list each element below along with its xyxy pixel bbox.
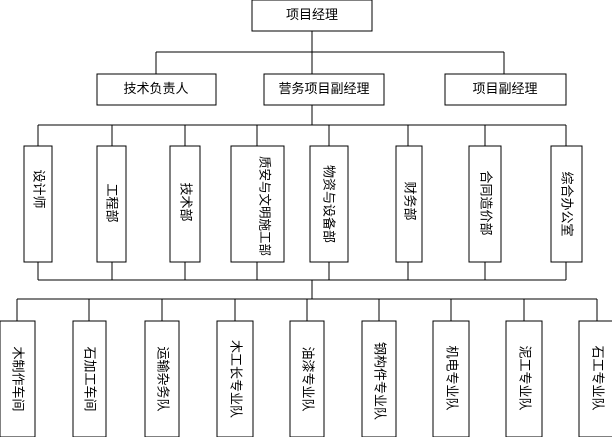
team-box-3 — [144, 320, 180, 437]
team-label-stone-workshop: 石加工车间 — [82, 346, 98, 411]
deputy-project-manager-label: 项目副经理 — [472, 82, 537, 97]
team-box-6 — [361, 320, 397, 437]
team-box-4 — [216, 320, 254, 437]
team-box-9 — [578, 320, 612, 437]
team-box-1 — [0, 320, 36, 437]
dept-box-4 — [230, 145, 285, 263]
project-manager-box — [251, 0, 373, 32]
business-deputy-manager-box — [263, 73, 385, 106]
dept-box-2 — [96, 145, 127, 263]
team-box-7 — [432, 320, 470, 437]
business-deputy-manager-label: 营务项目副经理 — [278, 81, 369, 97]
team-box-8 — [505, 320, 543, 437]
team-label-stonework: 石工专业队 — [590, 345, 605, 410]
dept-label-finance: 财务部 — [402, 181, 418, 220]
dept-label-quality-safety: 质安与文明施工部 — [258, 156, 273, 256]
team-label-transport: 运输杂务队 — [155, 346, 171, 411]
dept-box-8 — [550, 145, 583, 263]
department-boxes: 设计师 工程部 技术部 质安与文明施工部 物资与设备部 财务部 合同造价部 综合… — [23, 145, 583, 263]
technical-lead-box — [96, 73, 217, 106]
dept-box-7 — [468, 145, 502, 263]
dept-label-technical: 技术部 — [178, 182, 193, 221]
dept-label-contract-cost: 合同造价部 — [478, 170, 493, 235]
dept-label-engineering: 工程部 — [104, 183, 119, 222]
team-boxes: 木制作车间 石加工车间 运输杂务队 木工长专业队 油漆专业队 钢构件专业队 机电… — [0, 320, 612, 437]
dept-label-general-office: 综合办公室 — [559, 171, 575, 236]
team-box-5 — [289, 320, 325, 437]
technical-lead-label: 技术负责人 — [123, 82, 188, 97]
team-label-carpentry: 木工长专业队 — [228, 340, 243, 418]
dept-box-5 — [309, 145, 349, 263]
deputy-project-manager-box — [444, 73, 567, 106]
team-label-steel-structure: 钢构件专业队 — [372, 342, 387, 420]
project-manager-label: 项目经理 — [286, 8, 338, 23]
team-box-2 — [72, 320, 107, 437]
dept-label-materials-equipment: 物资与设备部 — [321, 165, 337, 243]
dept-box-3 — [169, 145, 201, 263]
team-label-painting: 油漆专业队 — [300, 346, 316, 411]
dept-box-1 — [23, 145, 53, 263]
dept-box-6 — [395, 145, 423, 263]
level2-boxes: 技术负责人 营务项目副经理 项目副经理 — [96, 73, 567, 106]
connector-lines — [16, 31, 598, 321]
team-label-woodwork-workshop: 木制作车间 — [10, 346, 26, 411]
team-label-electromechanical: 机电专业队 — [444, 345, 459, 410]
dept-label-designer: 设计师 — [31, 169, 46, 208]
team-label-masonry: 泥工专业队 — [517, 345, 532, 410]
